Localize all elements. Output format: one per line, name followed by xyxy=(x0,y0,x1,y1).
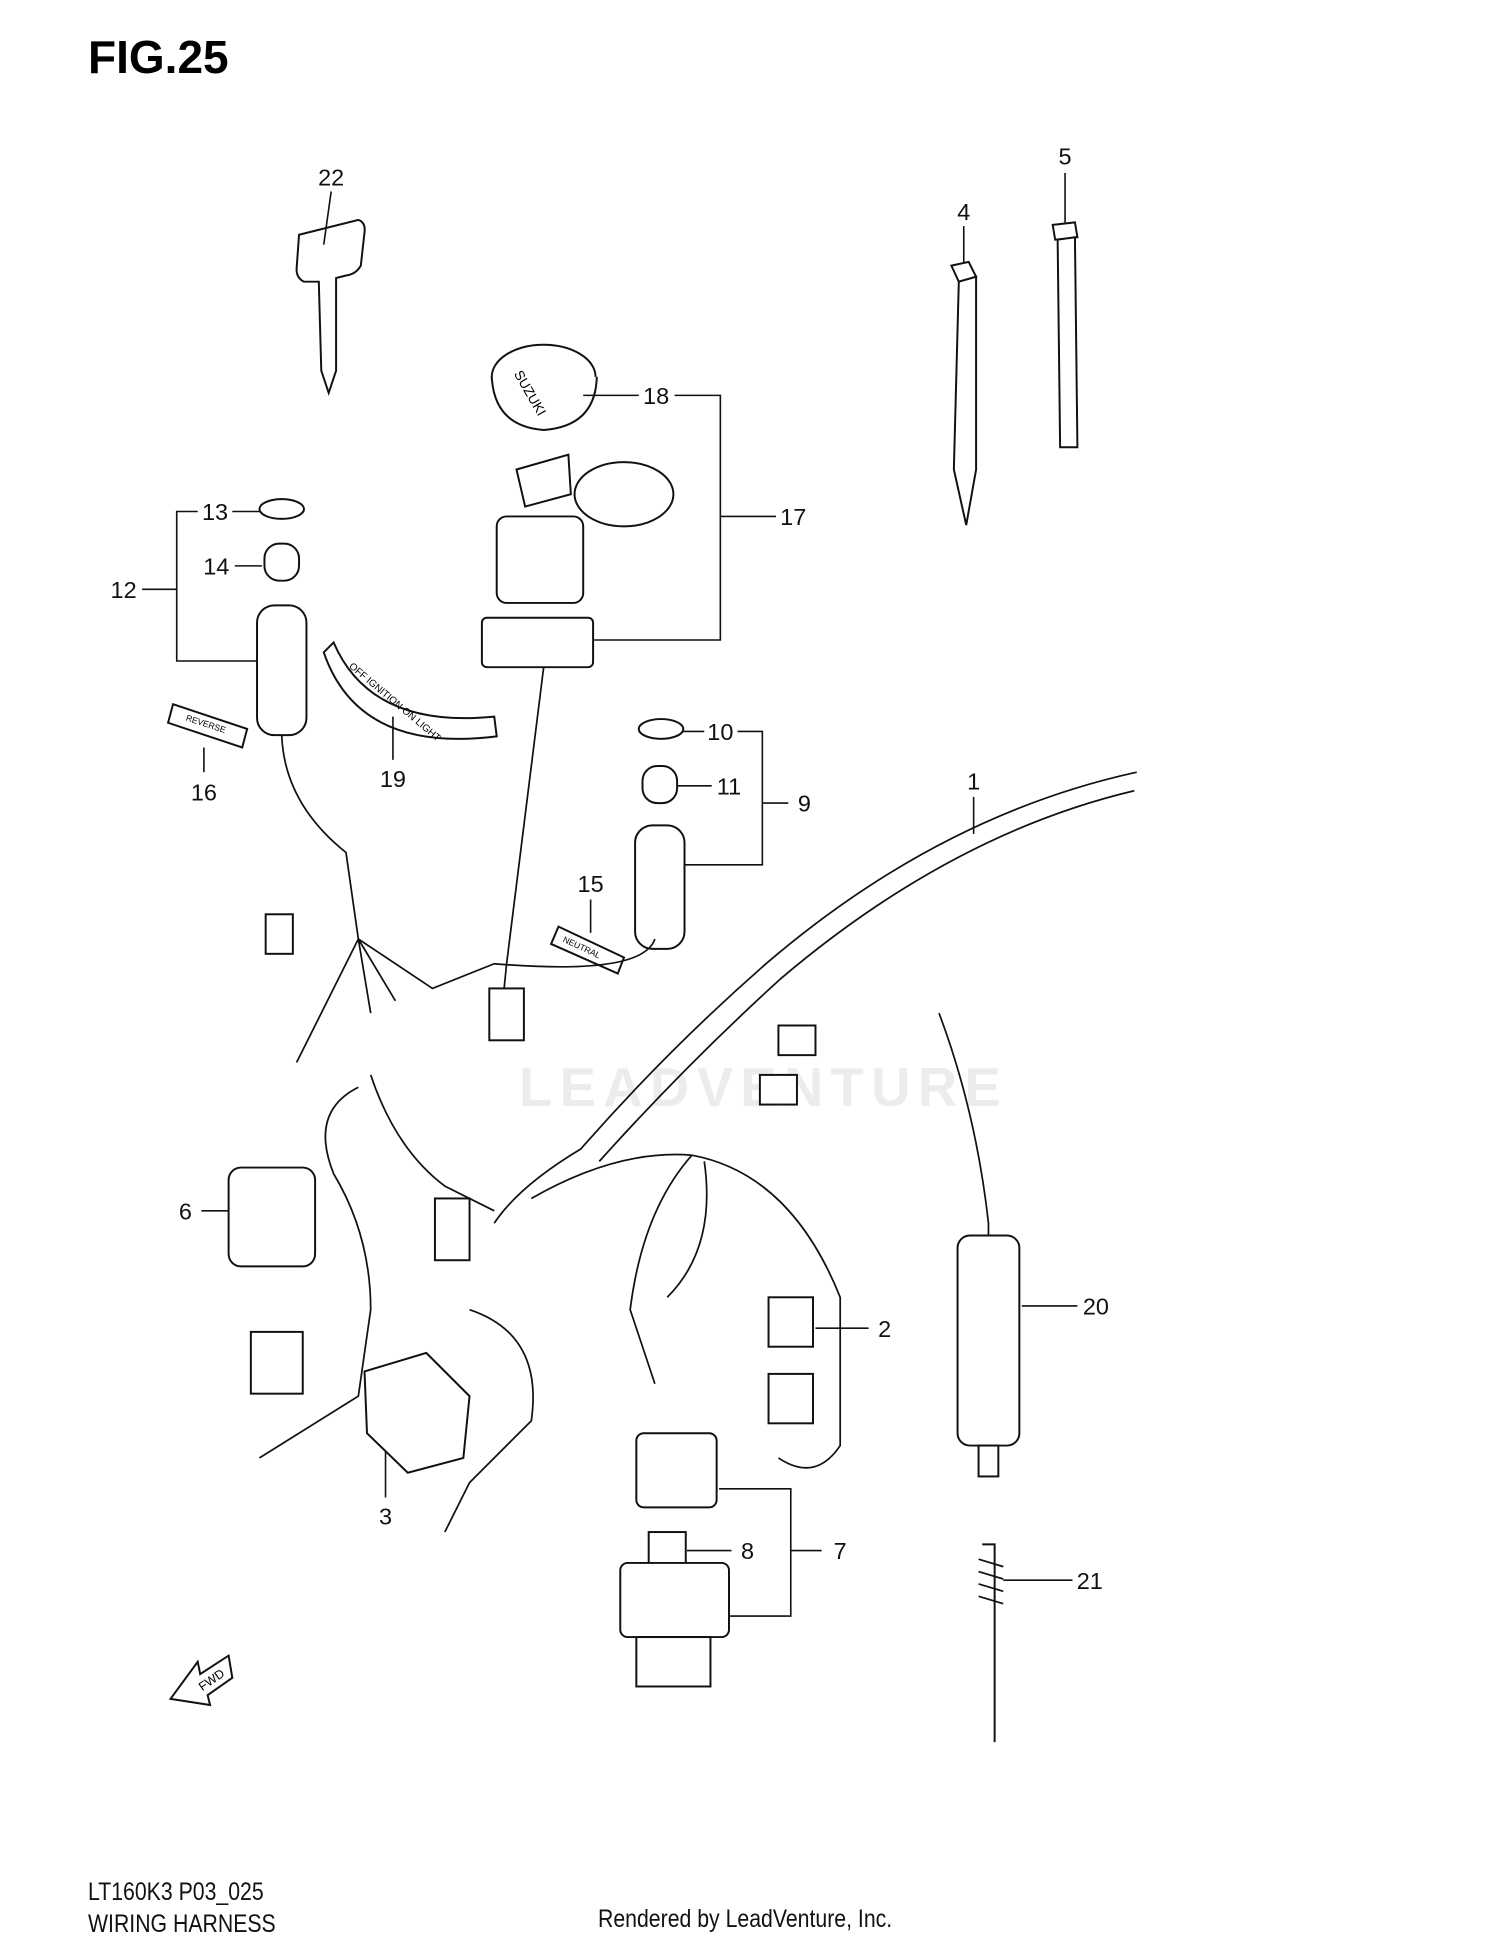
callout-21: 21 xyxy=(1077,1568,1103,1594)
figure-title: FIG.25 xyxy=(88,31,229,83)
leader-lines xyxy=(142,172,1078,1617)
part-relay-6 xyxy=(227,1166,317,1395)
part-ignition-plate xyxy=(322,640,498,740)
callout-10: 10 xyxy=(707,719,733,745)
part-neutral-label xyxy=(549,925,626,975)
part-cable-tie-5 xyxy=(1051,221,1079,449)
callout-19: 19 xyxy=(380,766,406,792)
callout-1: 1 xyxy=(967,768,980,794)
callout-16: 16 xyxy=(191,780,217,806)
callout-12: 12 xyxy=(111,577,137,603)
callout-15: 15 xyxy=(578,871,604,897)
callout-5: 5 xyxy=(1059,143,1072,169)
section-title: WIRING HARNESS xyxy=(88,1910,276,1938)
callout-3: 3 xyxy=(379,1504,392,1530)
part-wiring-harness xyxy=(259,667,1137,1743)
render-credit: Rendered by LeadVenture, Inc. xyxy=(598,1905,893,1933)
callout-6: 6 xyxy=(179,1198,192,1224)
part-lamp-assembly-12 xyxy=(256,498,308,737)
part-relay-2 xyxy=(767,1296,814,1425)
part-ignition-switch xyxy=(480,453,675,669)
part-key-cap: SUZUKI xyxy=(490,343,598,431)
part-cover-3 xyxy=(363,1351,471,1474)
callout-9: 9 xyxy=(798,791,811,817)
callout-4: 4 xyxy=(957,199,970,225)
callout-22: 22 xyxy=(318,164,344,190)
callout-7: 7 xyxy=(834,1538,847,1564)
model-code: LT160K3 P03_025 xyxy=(88,1878,264,1906)
part-reverse-label xyxy=(166,702,249,749)
fwd-arrow-icon: FWD xyxy=(168,1653,234,1707)
callout-17: 17 xyxy=(780,504,806,530)
callout-14: 14 xyxy=(203,554,229,580)
callout-2: 2 xyxy=(878,1316,891,1342)
part-lamp-assembly-9 xyxy=(634,718,686,950)
callout-11: 11 xyxy=(717,773,741,799)
callout-18: 18 xyxy=(643,383,669,409)
callout-20: 20 xyxy=(1083,1294,1109,1320)
part-fuse-box-7 xyxy=(619,1432,730,1688)
callout-13: 13 xyxy=(202,499,228,525)
callout-8: 8 xyxy=(741,1538,754,1564)
part-cable-tie-4 xyxy=(949,260,978,526)
part-key xyxy=(295,218,366,397)
